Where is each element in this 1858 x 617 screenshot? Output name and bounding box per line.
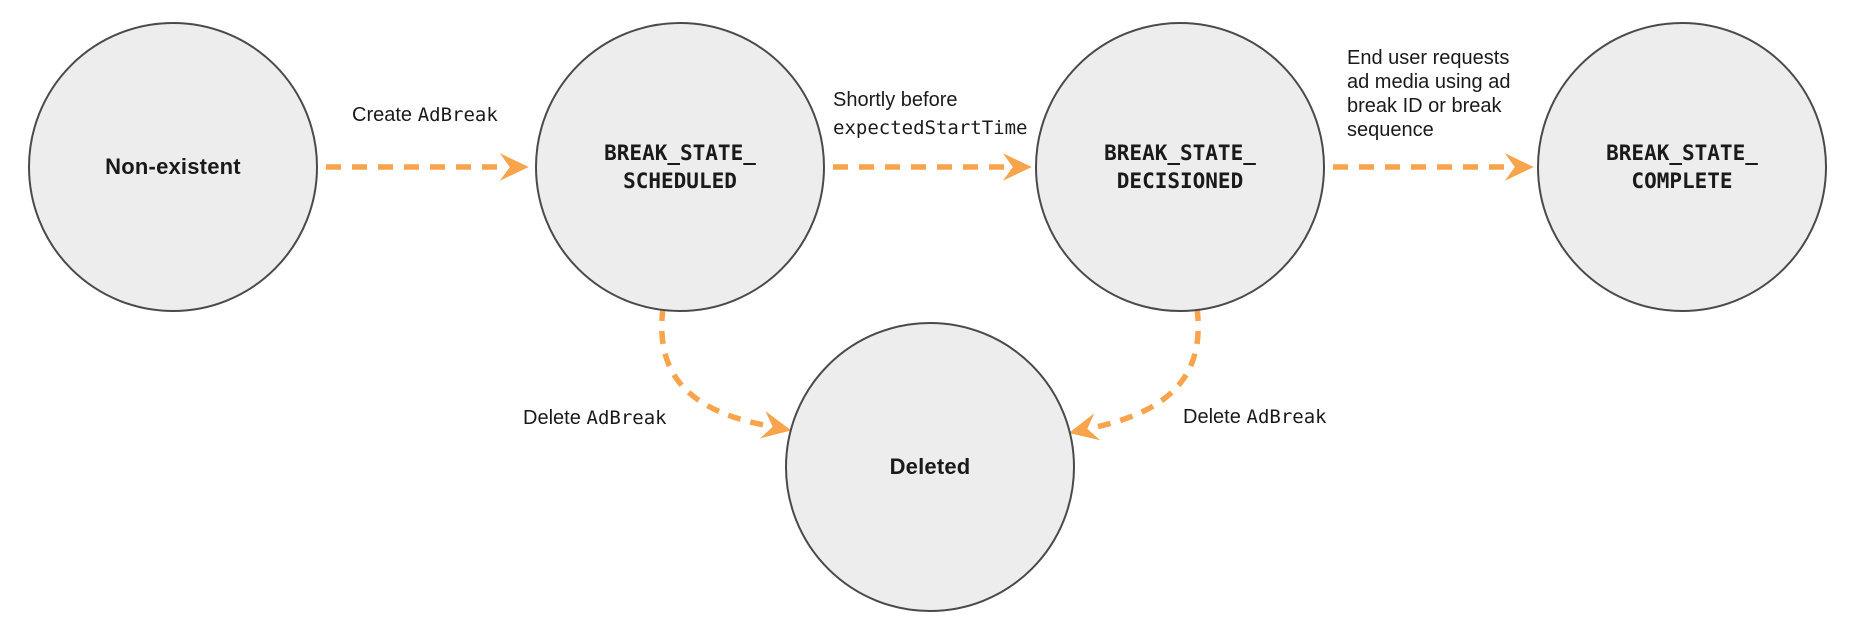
transition-label-shortly-before: Shortly before expectedStartTime [833,86,1027,142]
state-label-line1: BREAK_STATE_ [604,140,756,165]
label-text-plain: Delete [523,407,581,429]
state-label-break-state-scheduled: BREAK_STATE_ SCHEDULED [604,139,756,196]
state-label-line1: BREAK_STATE_ [1606,140,1758,165]
label-text-plain: Create [352,104,413,126]
state-node-non-existent: Non-existent [28,22,318,312]
state-label-deleted: Deleted [889,454,971,479]
label-text-code: AdBreak [417,104,498,126]
state-node-deleted: Deleted [785,322,1075,612]
state-label-break-state-decisioned: BREAK_STATE_ DECISIONED [1104,139,1256,196]
state-node-break-state-complete: BREAK_STATE_ COMPLETE [1537,22,1827,312]
state-label-line1: BREAK_STATE_ [1104,140,1256,165]
state-node-break-state-decisioned: BREAK_STATE_ DECISIONED [1035,22,1325,312]
label-text-code: expectedStartTime [833,117,1028,139]
state-label-line2: COMPLETE [1631,169,1733,193]
label-text-code: AdBreak [586,407,667,429]
arrow-delete-from-scheduled [659,307,792,439]
label-text-plain: Delete [1183,406,1241,428]
label-text-code: AdBreak [1246,406,1327,428]
label-text-plain: Shortly before [833,89,958,111]
state-label-line2: SCHEDULED [623,169,737,193]
state-label-non-existent: Non-existent [105,154,241,179]
state-node-break-state-scheduled: BREAK_STATE_ SCHEDULED [535,22,825,312]
state-label-line2: DECISIONED [1116,169,1244,193]
transition-label-end-user-requests: End user requests ad media using ad brea… [1347,47,1511,141]
state-label-break-state-complete: BREAK_STATE_ COMPLETE [1606,139,1758,196]
